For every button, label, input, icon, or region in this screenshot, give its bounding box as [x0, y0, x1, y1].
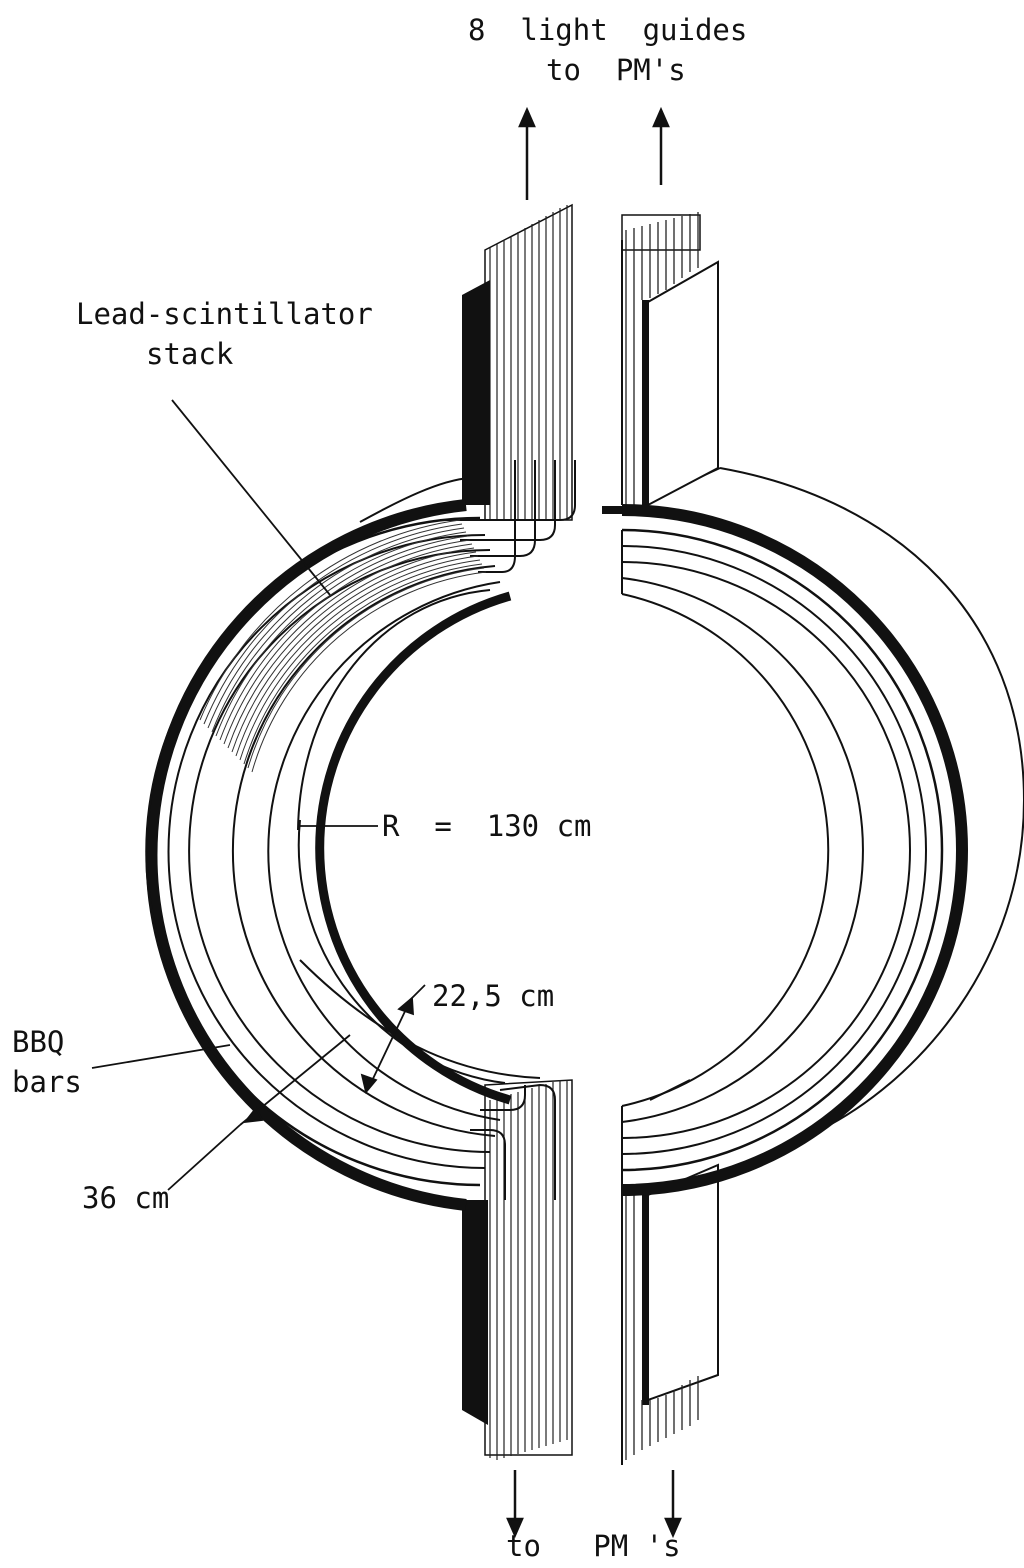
stack-label-line1: Lead-scintillator: [76, 297, 373, 331]
right-lower-light-guide: [621, 1163, 719, 1465]
radius-label: R = 130 cm: [382, 809, 592, 843]
bbq-label-line2: bars: [12, 1065, 82, 1099]
inner-cylinder: [297, 589, 491, 831]
leader-lines: [91, 399, 426, 1191]
bbq-label-line1: BBQ: [12, 1025, 65, 1059]
left-back-face: [297, 477, 541, 1084]
lead-scintillator-hatch: [199, 519, 487, 773]
left-upper-light-guide: [462, 203, 573, 521]
top-label-line2: to PM's: [546, 53, 686, 87]
right-back-face: [649, 467, 1024, 1131]
thickness-inner-label: 22,5 cm: [432, 979, 555, 1013]
bottom-label: to PM 's: [506, 1529, 681, 1563]
stack-label-line2: stack: [146, 337, 234, 371]
right-upper-light-guide: [621, 212, 719, 507]
arrows: [506, 106, 682, 1539]
left-ring: [145, 460, 576, 1211]
thickness-outer-label: 36 cm: [82, 1181, 170, 1215]
right-ring: [602, 504, 968, 1196]
left-lower-light-guide: [462, 1079, 573, 1460]
top-label-line1: 8 light guides: [468, 13, 748, 47]
